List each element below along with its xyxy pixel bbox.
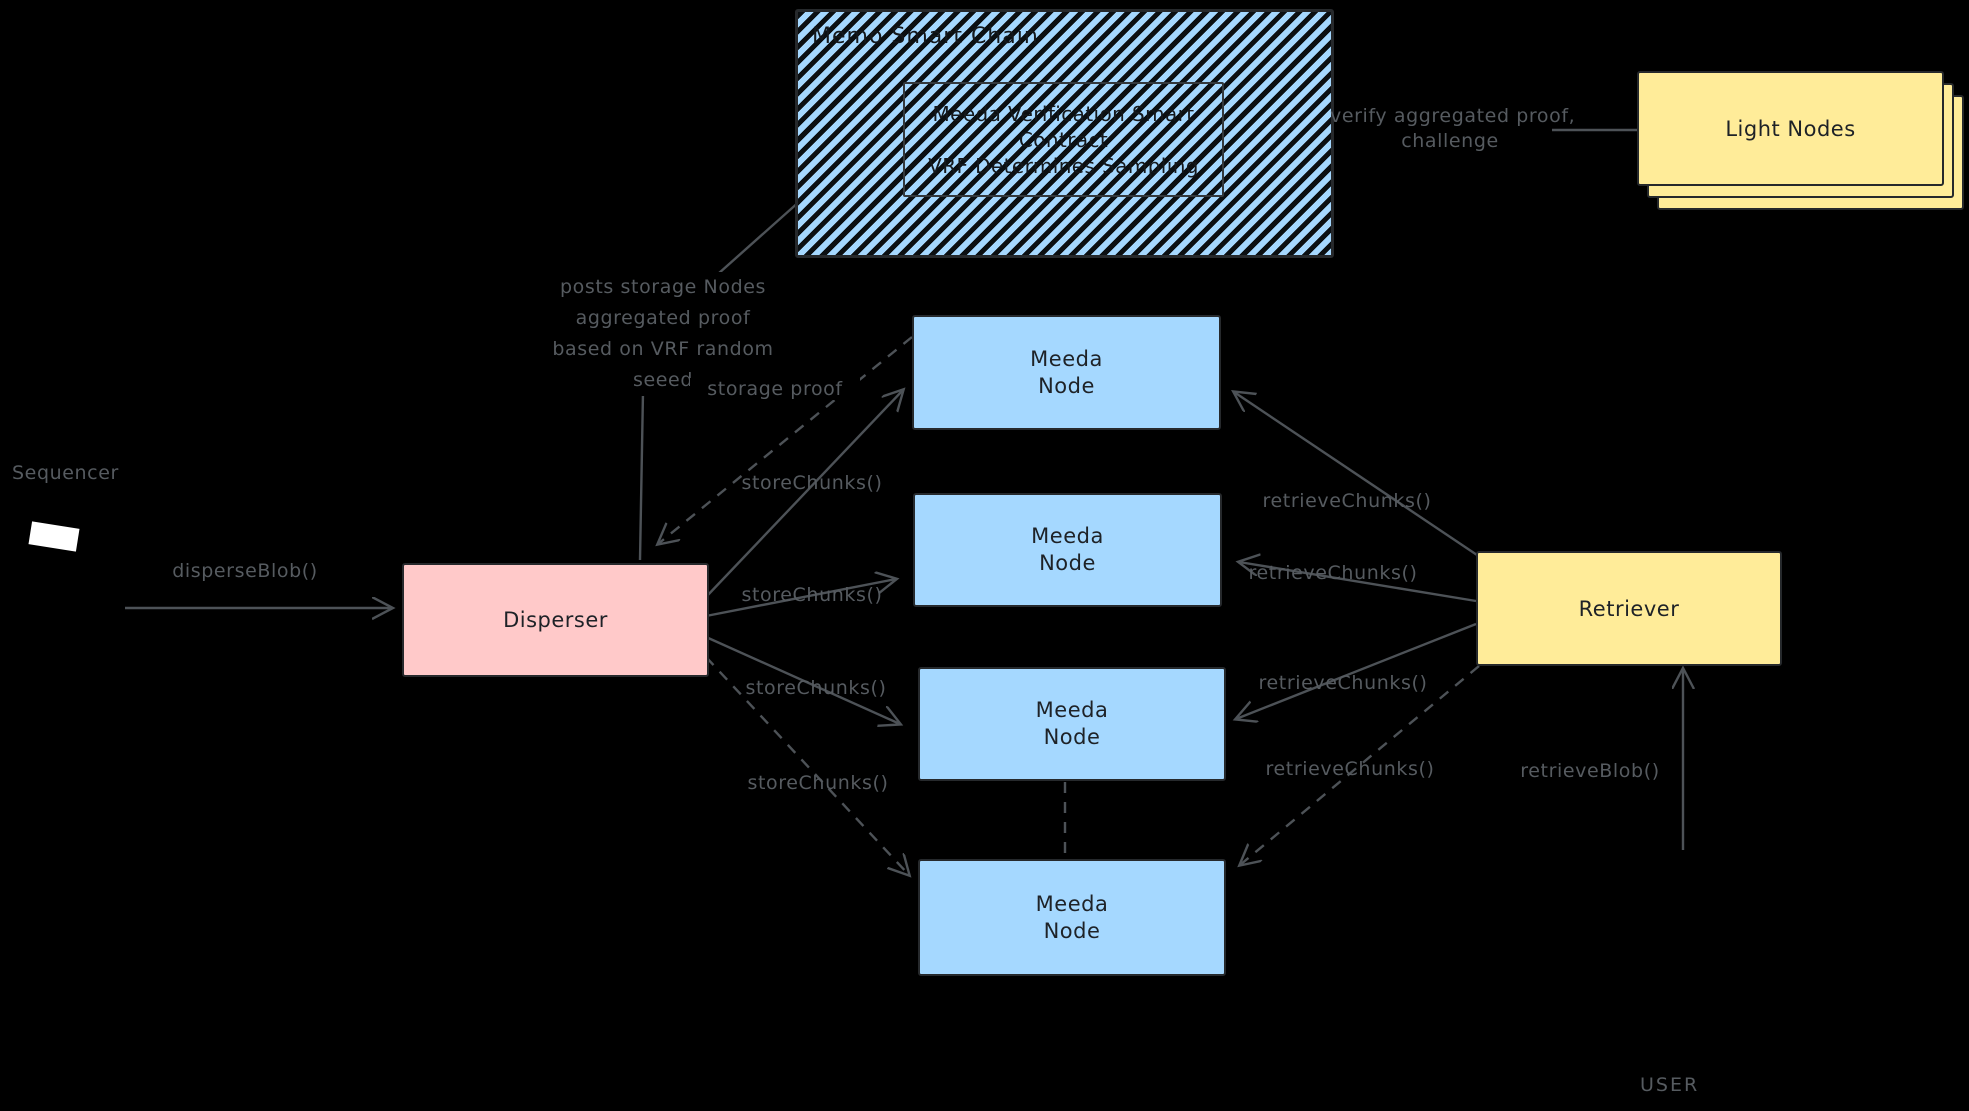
meeda-node-1-label-line2: Node — [1038, 373, 1095, 398]
posts-proof-label: posts storage Nodes aggregated proof bas… — [533, 272, 793, 396]
retrievechunks-label-2: retrieveChunks() — [1248, 562, 1418, 584]
light-nodes-label: Light Nodes — [1725, 116, 1856, 141]
retriever-label: Retriever — [1578, 596, 1680, 621]
storechunks-label-1: storeChunks() — [741, 472, 883, 494]
contract-label-line3: VRF Determines Sampling — [928, 153, 1199, 178]
retrievechunks-label-1: retrieveChunks() — [1262, 490, 1432, 512]
storechunks-label-3: storeChunks() — [745, 677, 887, 699]
verify-label-line1: verify aggregated proof, — [1330, 105, 1576, 127]
storechunks-label-4: storeChunks() — [747, 772, 889, 794]
meeda-node-4: Meeda Node — [918, 859, 1226, 976]
meeda-verification-contract-box: Meeda Verification Smart Contract VRF De… — [903, 82, 1224, 197]
user-label: USER — [1640, 1074, 1700, 1096]
retriever-box: Retriever — [1476, 551, 1782, 666]
meeda-node-2-label-line1: Meeda — [1031, 524, 1104, 548]
meeda-node-3-label-line1: Meeda — [1035, 698, 1109, 722]
sequencer-label: Sequencer — [12, 462, 119, 484]
disperseblob-label: disperseBlob() — [172, 560, 318, 582]
memo-smart-chain-title: Memo Smart Chain — [812, 24, 1039, 49]
meeda-node-2-label-line2: Node — [1039, 551, 1096, 575]
meeda-node-3: Meeda Node — [918, 667, 1226, 781]
disperser-label: Disperser — [503, 608, 608, 632]
posts-proof-line4: seeed — [632, 369, 694, 391]
meeda-node-1-label-line1: Meeda — [1030, 346, 1103, 371]
verify-label-line2: challenge — [1401, 130, 1499, 152]
retrievechunks-label-4: retrieveChunks() — [1265, 758, 1435, 780]
retrievechunks-label-3: retrieveChunks() — [1258, 672, 1428, 694]
contract-label-line1: Meeda Verification Smart — [932, 101, 1195, 126]
retrieveblob-label: retrieveBlob() — [1520, 760, 1660, 782]
posts-proof-line1: posts storage Nodes — [559, 276, 767, 298]
meeda-node-1: Meeda Node — [912, 315, 1221, 430]
sequencer-laptop-icon — [28, 521, 80, 552]
storage-proof-label: storage proof — [690, 378, 860, 400]
contract-label-line2: Contract — [1018, 127, 1109, 152]
meeda-node-2: Meeda Node — [913, 493, 1222, 607]
meeda-node-3-label-line2: Node — [1043, 725, 1101, 749]
posts-proof-line2: aggregated proof — [575, 307, 751, 329]
light-nodes-box: Light Nodes — [1637, 71, 1944, 186]
memo-smart-chain-box: Memo Smart Chain Meeda Verification Smar… — [795, 9, 1334, 258]
arrow-retrievechunks-1 — [1234, 392, 1481, 558]
posts-proof-line3: based on VRF random — [552, 338, 774, 360]
meeda-node-4-label-line1: Meeda — [1035, 891, 1109, 916]
storechunks-label-2: storeChunks() — [741, 584, 883, 606]
meeda-node-4-label-line2: Node — [1043, 918, 1101, 943]
disperser-box: Disperser — [402, 563, 709, 677]
